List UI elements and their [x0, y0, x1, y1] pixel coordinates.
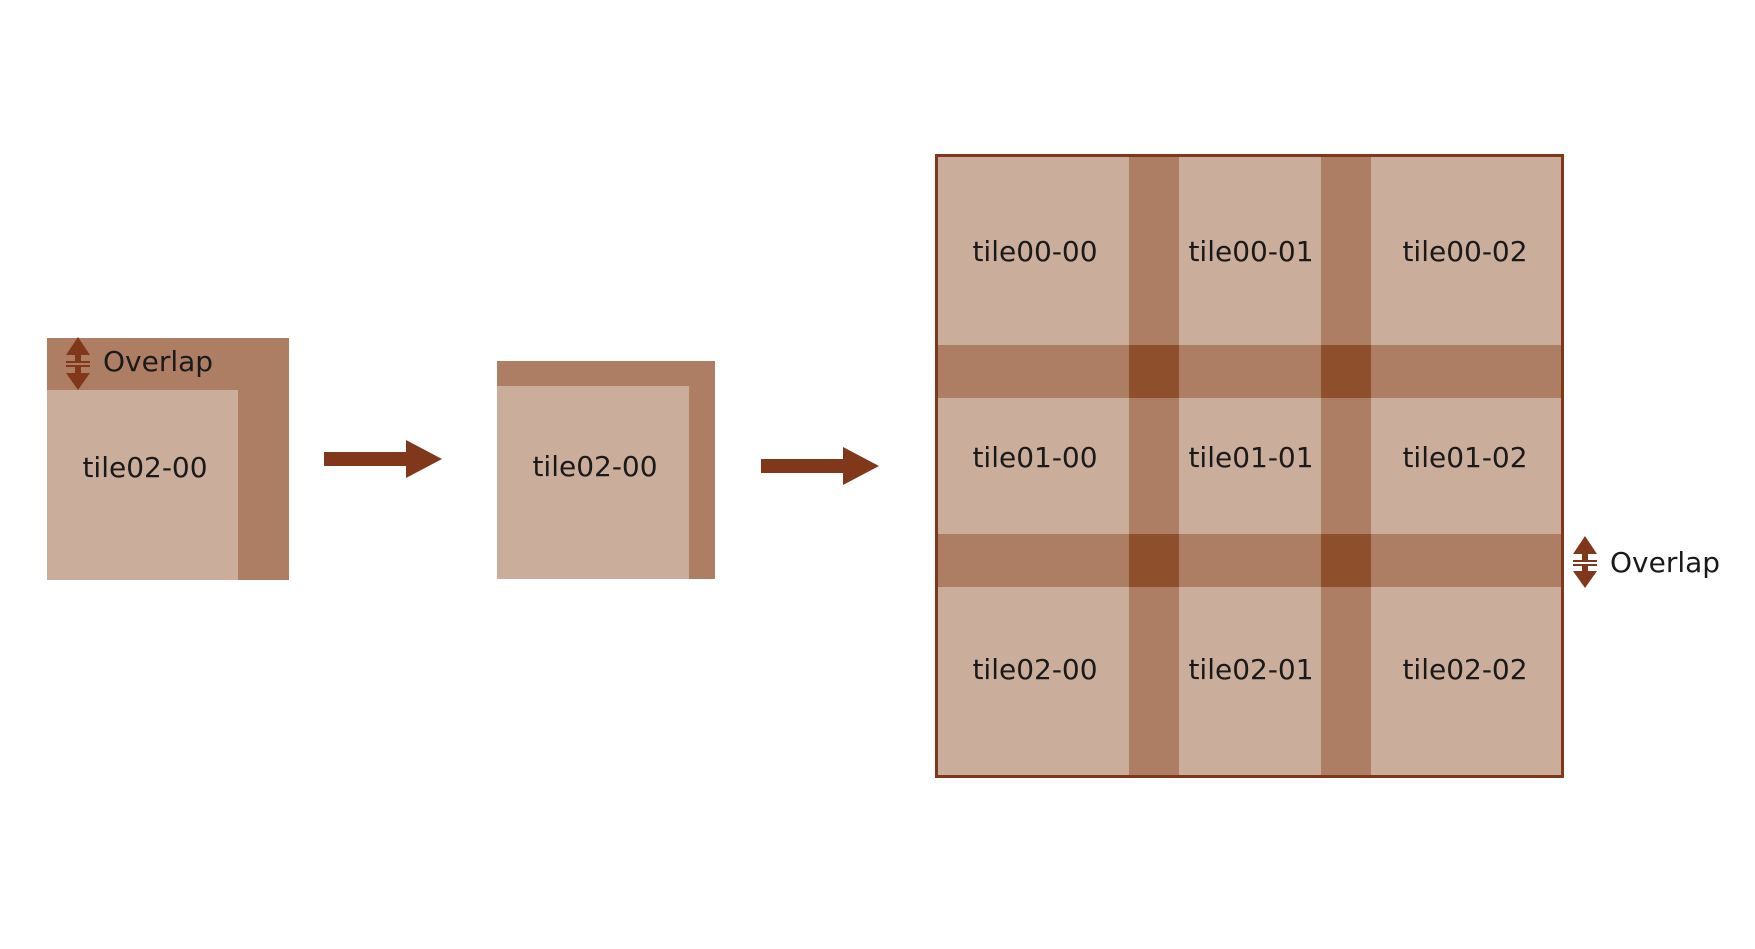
stage3-horizontal-overlap-band	[937, 534, 1562, 587]
stage3-overlap-intersection	[1321, 534, 1371, 587]
stage3-overlap-intersection	[1129, 534, 1179, 587]
stage3-overlap-intersection	[1321, 345, 1371, 398]
stage2-tile-label: tile02-00	[532, 450, 658, 483]
stage3-vertical-overlap-band	[1129, 156, 1179, 776]
grid-tile-label: tile02-01	[1188, 653, 1314, 686]
grid-tile-label: tile02-00	[972, 653, 1098, 686]
stage1-overlap-label: Overlap	[103, 345, 214, 378]
grid-tile-label: tile01-01	[1188, 441, 1314, 474]
stage3-overlap-intersection	[1129, 345, 1179, 398]
stage3-horizontal-overlap-band	[937, 345, 1562, 398]
grid-tile-label: tile00-00	[972, 235, 1098, 268]
stage1-tile-core	[47, 390, 238, 580]
grid-tile-label: tile01-00	[972, 441, 1098, 474]
grid-tile-label: tile00-01	[1188, 235, 1314, 268]
stage2-tile-core	[497, 386, 689, 579]
stage3-grid-frame	[935, 154, 1564, 778]
grid-tile-label: tile01-02	[1402, 441, 1528, 474]
stage3-grid-background	[937, 156, 1562, 776]
stage3-overlap-label: Overlap	[1610, 546, 1721, 579]
stage1-tile-label: tile02-00	[82, 451, 208, 484]
stage3-vertical-overlap-band	[1321, 156, 1371, 776]
grid-tile-label: tile00-02	[1402, 235, 1528, 268]
grid-tile-label: tile02-02	[1402, 653, 1528, 686]
